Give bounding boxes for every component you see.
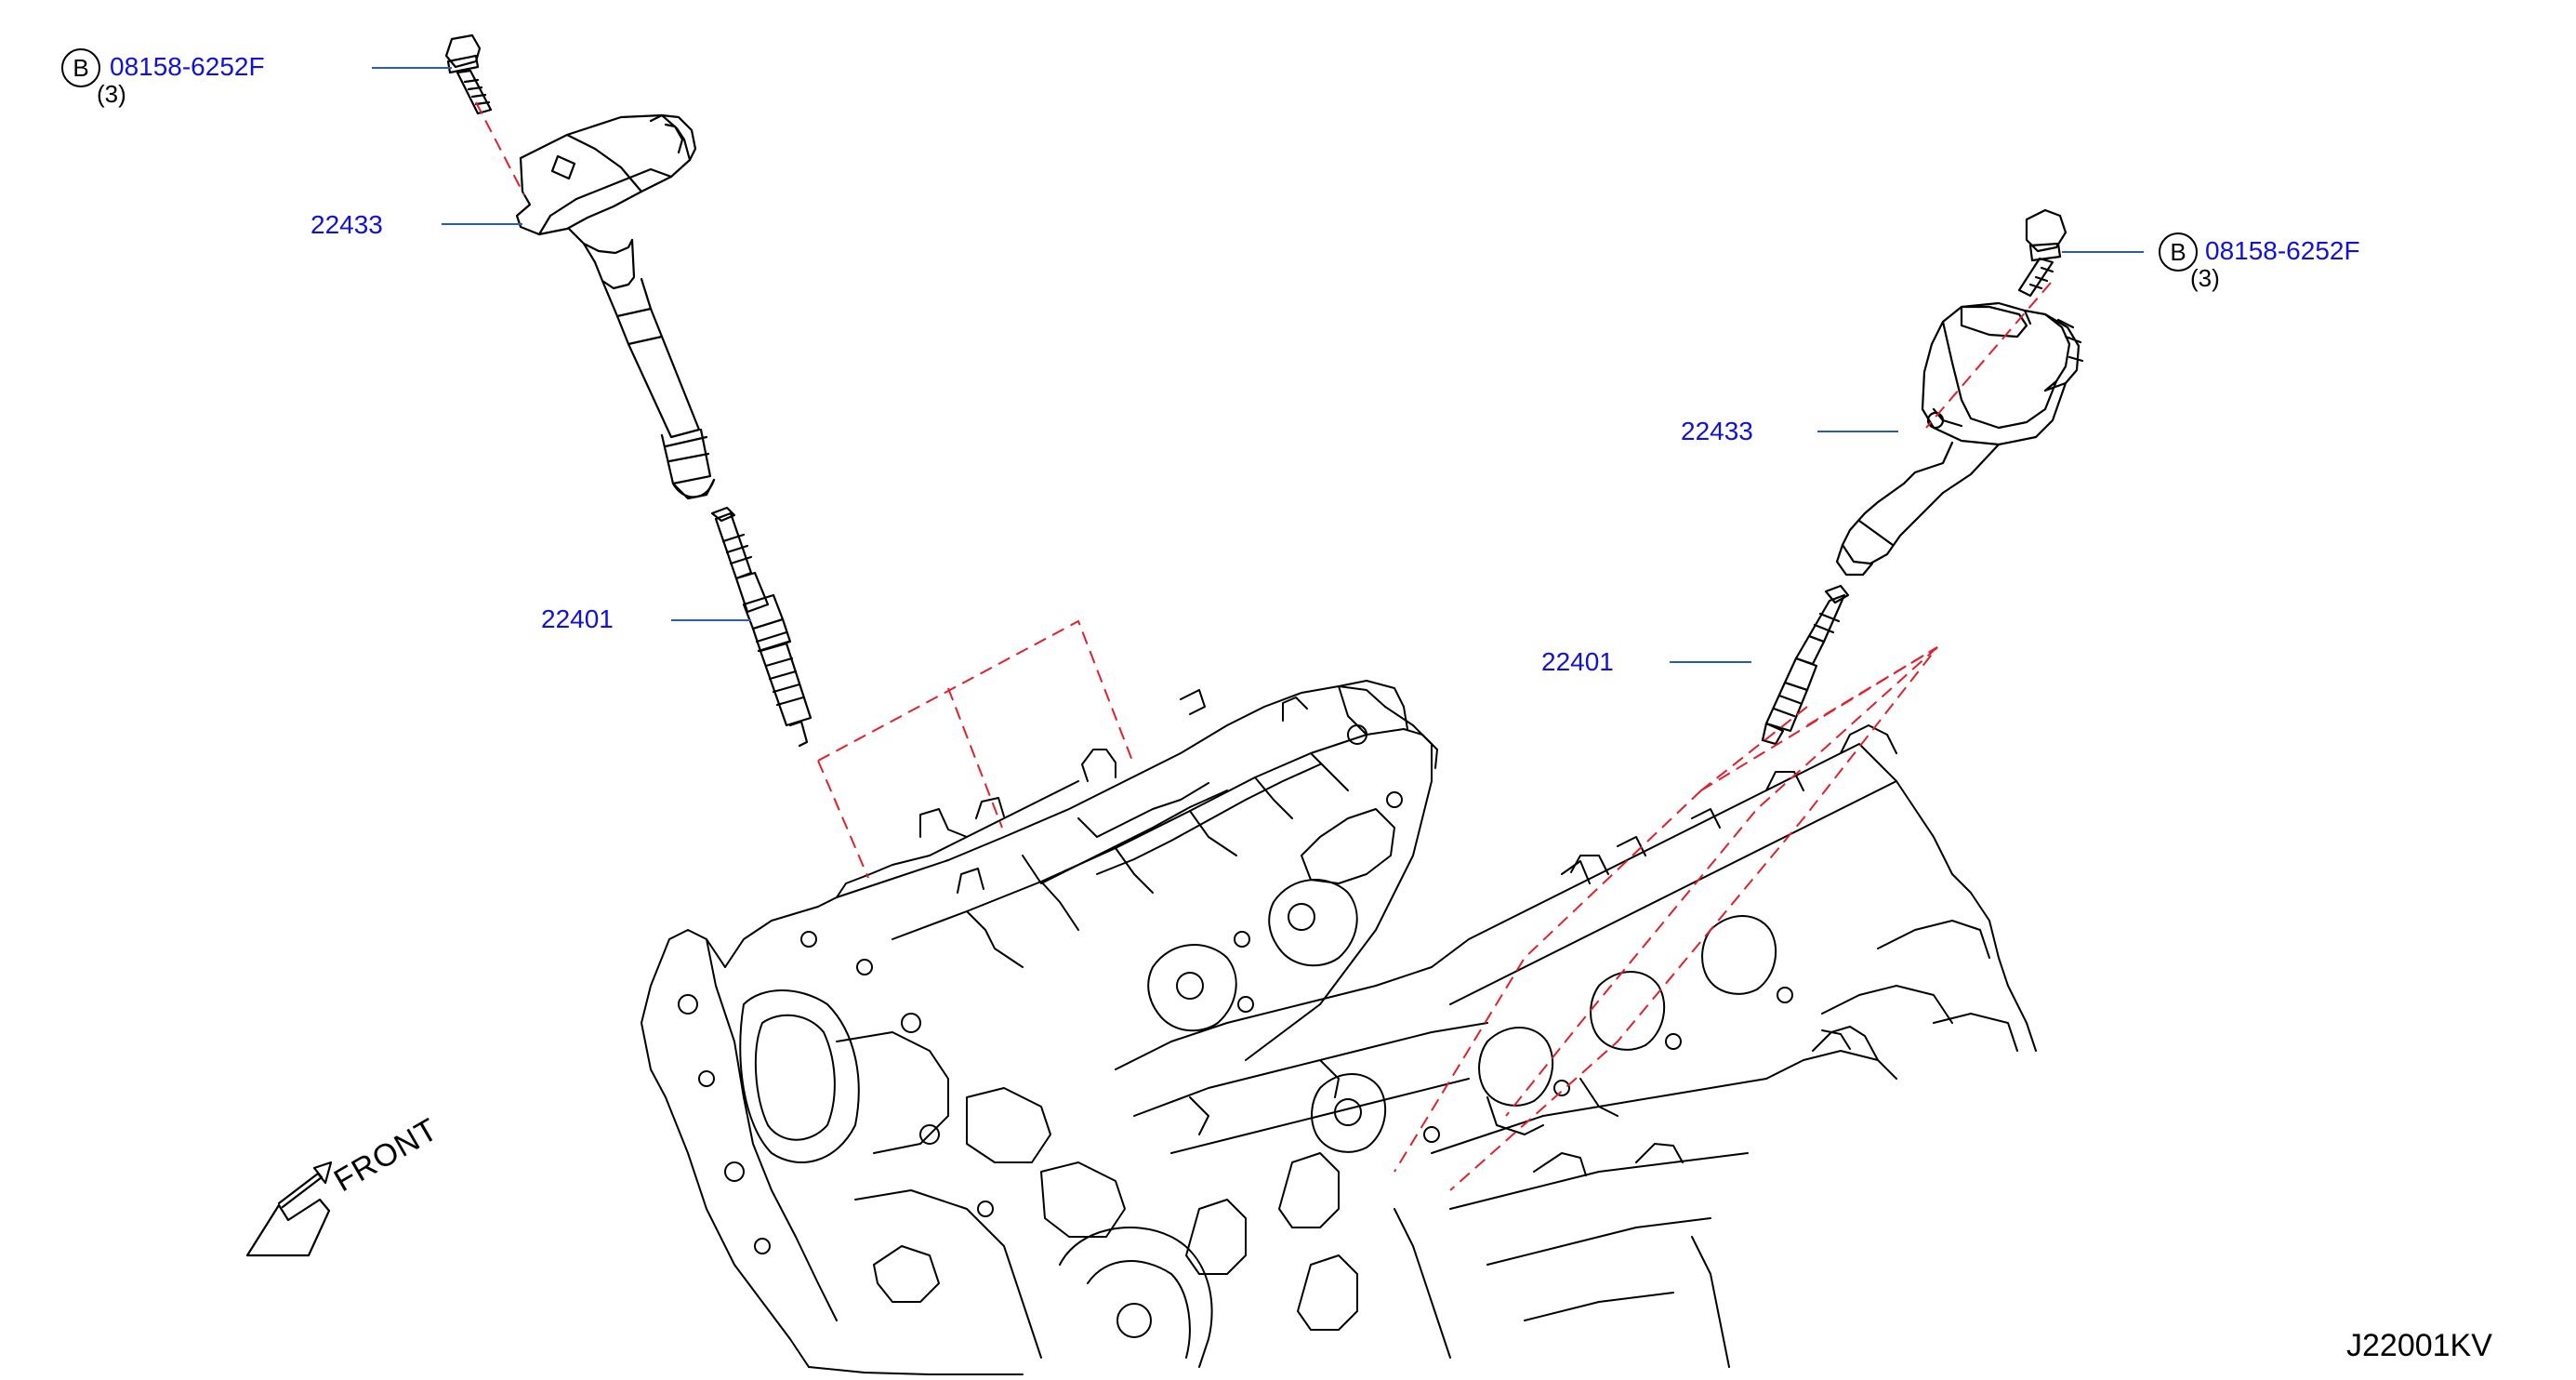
spark-plug-left-drawing — [710, 506, 812, 748]
part-number-coil-left[interactable]: 22433 — [310, 210, 383, 239]
part-number-plug-left[interactable]: 22401 — [541, 604, 614, 633]
spark-plug-right-drawing — [1761, 584, 1850, 746]
ignition-coil-left-drawing — [515, 113, 716, 500]
bolt-right-drawing — [2017, 208, 2067, 298]
engine-block-drawing — [641, 680, 2037, 1375]
callout-symbol-bolt-right: B — [2159, 232, 2198, 272]
part-number-plug-right[interactable]: 22401 — [1541, 647, 1614, 676]
assembly-dashed-lines — [475, 101, 2052, 1191]
callout-symbol-bolt-left: B — [61, 48, 100, 87]
part-number-coil-right[interactable]: 22433 — [1681, 417, 1753, 445]
diagram-code: J22001KV — [2346, 1328, 2492, 1363]
quantity-bolt-left: (3) — [97, 80, 126, 108]
front-arrow-drawing — [245, 1161, 333, 1257]
part-number-bolt-right[interactable]: 08158-6252F — [2205, 236, 2360, 265]
quantity-bolt-right: (3) — [2190, 264, 2220, 292]
leader-lines — [372, 67, 2144, 663]
bolt-left-drawing — [444, 33, 493, 115]
part-number-bolt-left[interactable]: 08158-6252F — [110, 52, 265, 81]
ignition-coil-right-drawing — [1835, 301, 2084, 577]
